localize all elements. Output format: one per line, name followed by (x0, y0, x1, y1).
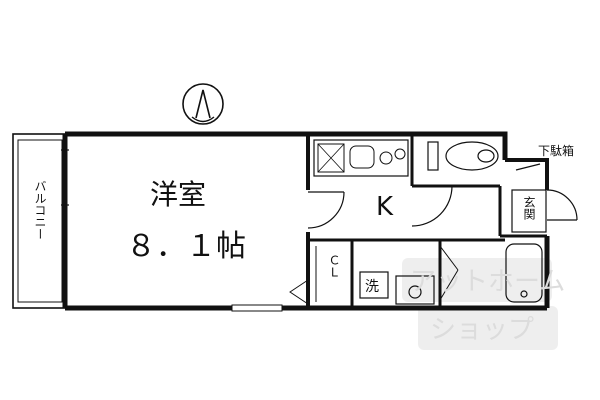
toilet (427, 141, 499, 171)
balcony-door (61, 149, 69, 206)
shoe-box-label: 下駄箱 (538, 143, 574, 158)
laundry-area (359, 271, 435, 305)
watermark-line-1: アットホーム (410, 267, 565, 297)
western-room-label: 洋室 (150, 178, 206, 211)
closet (289, 246, 317, 305)
north-arrow-icon (182, 83, 224, 125)
western-room-size: ８．１帖 (126, 229, 246, 264)
entrance (511, 163, 578, 233)
bathtub (505, 243, 543, 303)
window (231, 304, 283, 312)
entrance-label: 玄関 (522, 195, 536, 220)
room-door (307, 191, 345, 229)
watermark-line-2: ショップ (430, 315, 534, 345)
bath-door (439, 245, 459, 301)
closet-label: ＣＬ (327, 254, 341, 278)
kitchen-label: K (376, 192, 394, 222)
toilet-door (411, 185, 453, 227)
laundry-label: 洗 (365, 279, 379, 295)
kitchen-counter (313, 139, 409, 177)
balcony-label: バルコニー (33, 180, 47, 240)
